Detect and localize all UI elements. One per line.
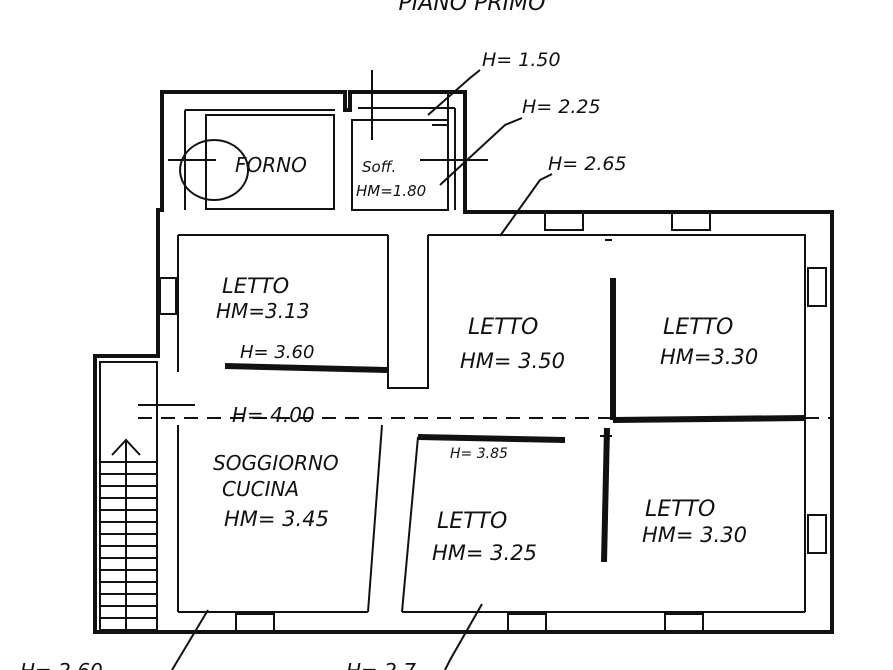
soggiorno-label-2: CUCINA [222, 477, 299, 501]
lower-rooms-walls [177, 424, 419, 613]
height-label-225: H= 2.25 [522, 96, 601, 118]
letto-5-label: LETTO [645, 497, 715, 522]
soffitta-room-outline [351, 119, 449, 211]
soggiorno-label-1: SOGGIORNO [213, 451, 339, 475]
wall-heavy-center-bottom [601, 427, 610, 563]
soffitta-stair-mark [418, 91, 449, 126]
height-label-150: H= 1.50 [482, 49, 561, 71]
height-label-bottom-right: H= 2.7 [346, 659, 416, 670]
height-label-bottom-left: H= 2.60 [20, 659, 103, 670]
forno-room-outline [205, 114, 335, 210]
plan-title: PIANO PRIMO [399, 0, 546, 16]
wall-heavy-right-horizontal [612, 415, 806, 423]
letto-3-height: HM=3.30 [660, 345, 758, 369]
letto-2-label: LETTO [468, 315, 538, 340]
wall-heavy-letto1 [224, 363, 389, 373]
soffitta-height: HM=1.80 [356, 182, 426, 200]
window-right-2 [807, 514, 827, 554]
h400-label: H= 4.00 [232, 403, 315, 427]
annex-outer-wall [93, 90, 834, 634]
height-label-265: H= 2.65 [548, 153, 627, 175]
letto-3-label: LETTO [663, 315, 733, 340]
soffitta-label: Soff. [362, 158, 396, 176]
letto-5-height: HM= 3.30 [642, 523, 747, 547]
staircase [99, 361, 195, 633]
window-top-2 [671, 211, 711, 231]
soggiorno-height: HM= 3.45 [224, 507, 329, 531]
letto-1-height: HM=3.13 [216, 299, 310, 323]
leader-bottom-left [171, 609, 209, 670]
letto-4-height: HM= 3.25 [432, 541, 537, 565]
letto-1-walls [177, 235, 429, 389]
leader-bottom-right [444, 603, 483, 670]
h385-label: H= 3.85 [450, 446, 508, 462]
forno-label: FORNO [235, 153, 307, 177]
leader-h150 [427, 69, 481, 116]
h360-label: H= 3.60 [240, 342, 314, 363]
window-bottom-2 [507, 613, 547, 633]
leader-h225 [439, 117, 523, 186]
window-bottom-1 [235, 613, 275, 633]
forno-oven-circle [179, 139, 250, 201]
window-top-1 [544, 211, 584, 231]
letto-2-height: HM= 3.50 [460, 349, 565, 373]
window-bottom-3 [664, 613, 704, 633]
letto-4-label: LETTO [437, 509, 507, 534]
wall-heavy-letto4 [417, 434, 566, 443]
window-left-1 [159, 277, 177, 315]
letto-1-label: LETTO [222, 274, 289, 298]
window-right-1 [807, 267, 827, 307]
leader-h265 [499, 173, 553, 237]
